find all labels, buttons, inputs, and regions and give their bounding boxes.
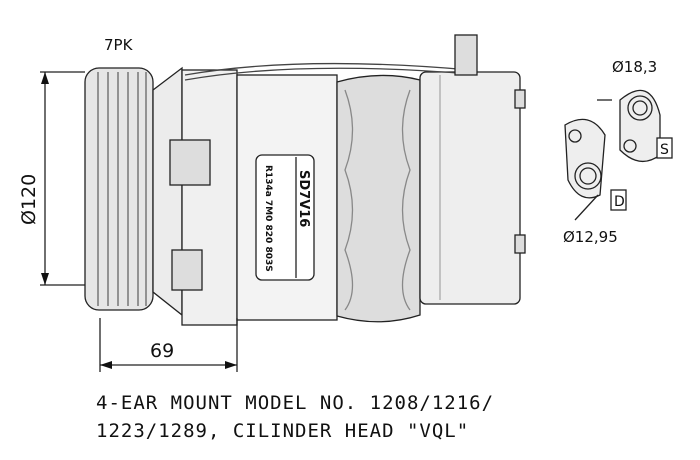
belt-label: 7PK	[104, 36, 134, 54]
caption-line-2: 1223/1289, CILINDER HEAD "VQL"	[96, 420, 470, 442]
port-d-label: D	[614, 194, 625, 210]
depth-label: 69	[150, 340, 174, 362]
port-d-diameter: Ø12,95	[563, 228, 618, 246]
port-d-box	[610, 189, 627, 211]
body-ribs	[336, 74, 421, 323]
port-s-diameter: Ø18,3	[612, 58, 657, 76]
label-plate	[255, 154, 315, 281]
pulley-diameter-label: Ø120	[18, 174, 40, 225]
plate-model: SD7V16	[296, 170, 311, 227]
plate-info: R134a 7M0 820 803S	[263, 165, 273, 272]
connector	[454, 34, 478, 76]
pulley	[84, 67, 154, 311]
port-s-box	[656, 137, 673, 159]
caption-line-1: 4-EAR MOUNT MODEL NO. 1208/1216/	[96, 392, 495, 414]
port-fittings	[564, 89, 661, 199]
dimension-lines	[40, 71, 612, 372]
port-s-label: S	[660, 142, 669, 158]
rear-head	[419, 71, 521, 305]
